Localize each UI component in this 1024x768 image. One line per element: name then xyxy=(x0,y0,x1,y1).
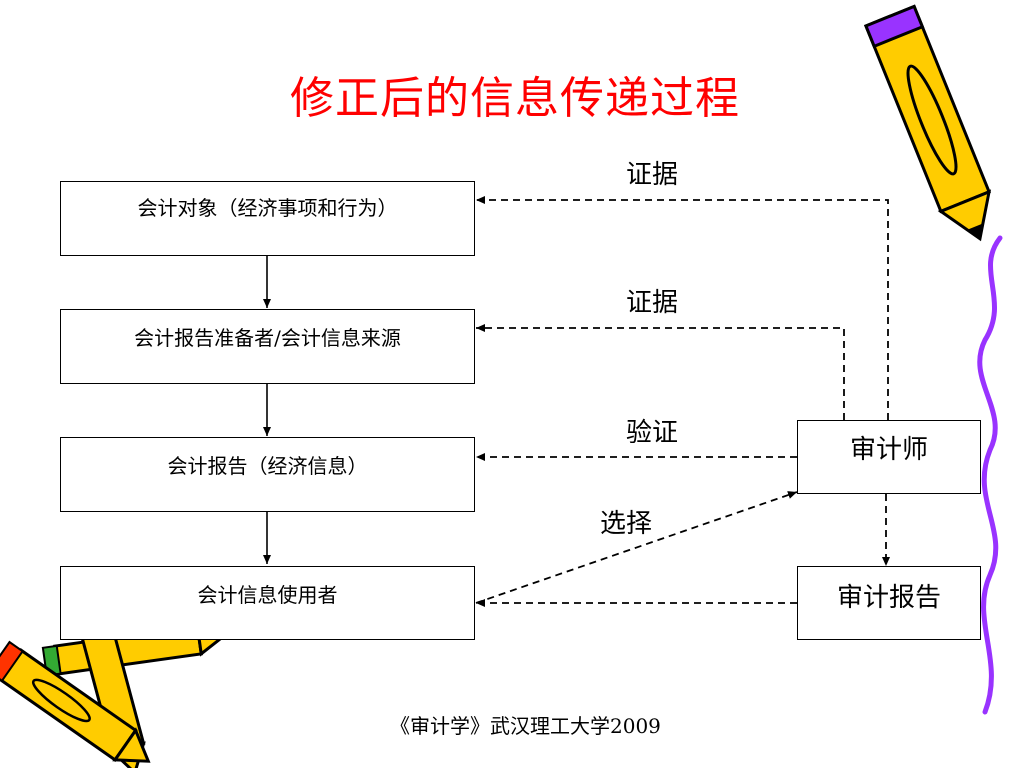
accounting-object-label: 会计对象（经济事项和行为） xyxy=(137,196,398,220)
evidence-connector-2 xyxy=(476,324,845,420)
pencils-icon xyxy=(0,595,227,768)
page-title: 修正后的信息传递过程 xyxy=(290,73,740,124)
information-user-label: 会计信息使用者 xyxy=(197,583,338,607)
information-user-box: 会计信息使用者 xyxy=(60,566,475,640)
auditor-box: 审计师 xyxy=(797,420,981,494)
select-label: 选择 xyxy=(600,509,653,539)
footer-caption: 《审计学》武汉理工大学2009 xyxy=(390,714,661,738)
report-preparer-label: 会计报告准备者/会计信息来源 xyxy=(134,326,401,350)
report-preparer-box: 会计报告准备者/会计信息来源 xyxy=(60,309,475,384)
select-connector xyxy=(475,491,798,604)
accounting-object-box: 会计对象（经济事项和行为） xyxy=(60,181,475,256)
verify-label: 验证 xyxy=(626,418,679,448)
dashed-connectors xyxy=(475,196,890,607)
accounting-report-box: 会计报告（经济信息） xyxy=(60,437,475,512)
evidence-label-2: 证据 xyxy=(626,288,679,318)
wavy-line-decoration xyxy=(977,235,1003,715)
audit-report-box: 审计报告 xyxy=(797,566,981,640)
auditor-label: 审计师 xyxy=(849,435,928,465)
evidence-connector-1 xyxy=(476,196,889,420)
evidence-label-1: 证据 xyxy=(626,160,679,190)
audit-report-label: 审计报告 xyxy=(836,583,941,613)
pencil-icon xyxy=(863,4,992,242)
accounting-report-label: 会计报告（经济信息） xyxy=(167,454,368,478)
